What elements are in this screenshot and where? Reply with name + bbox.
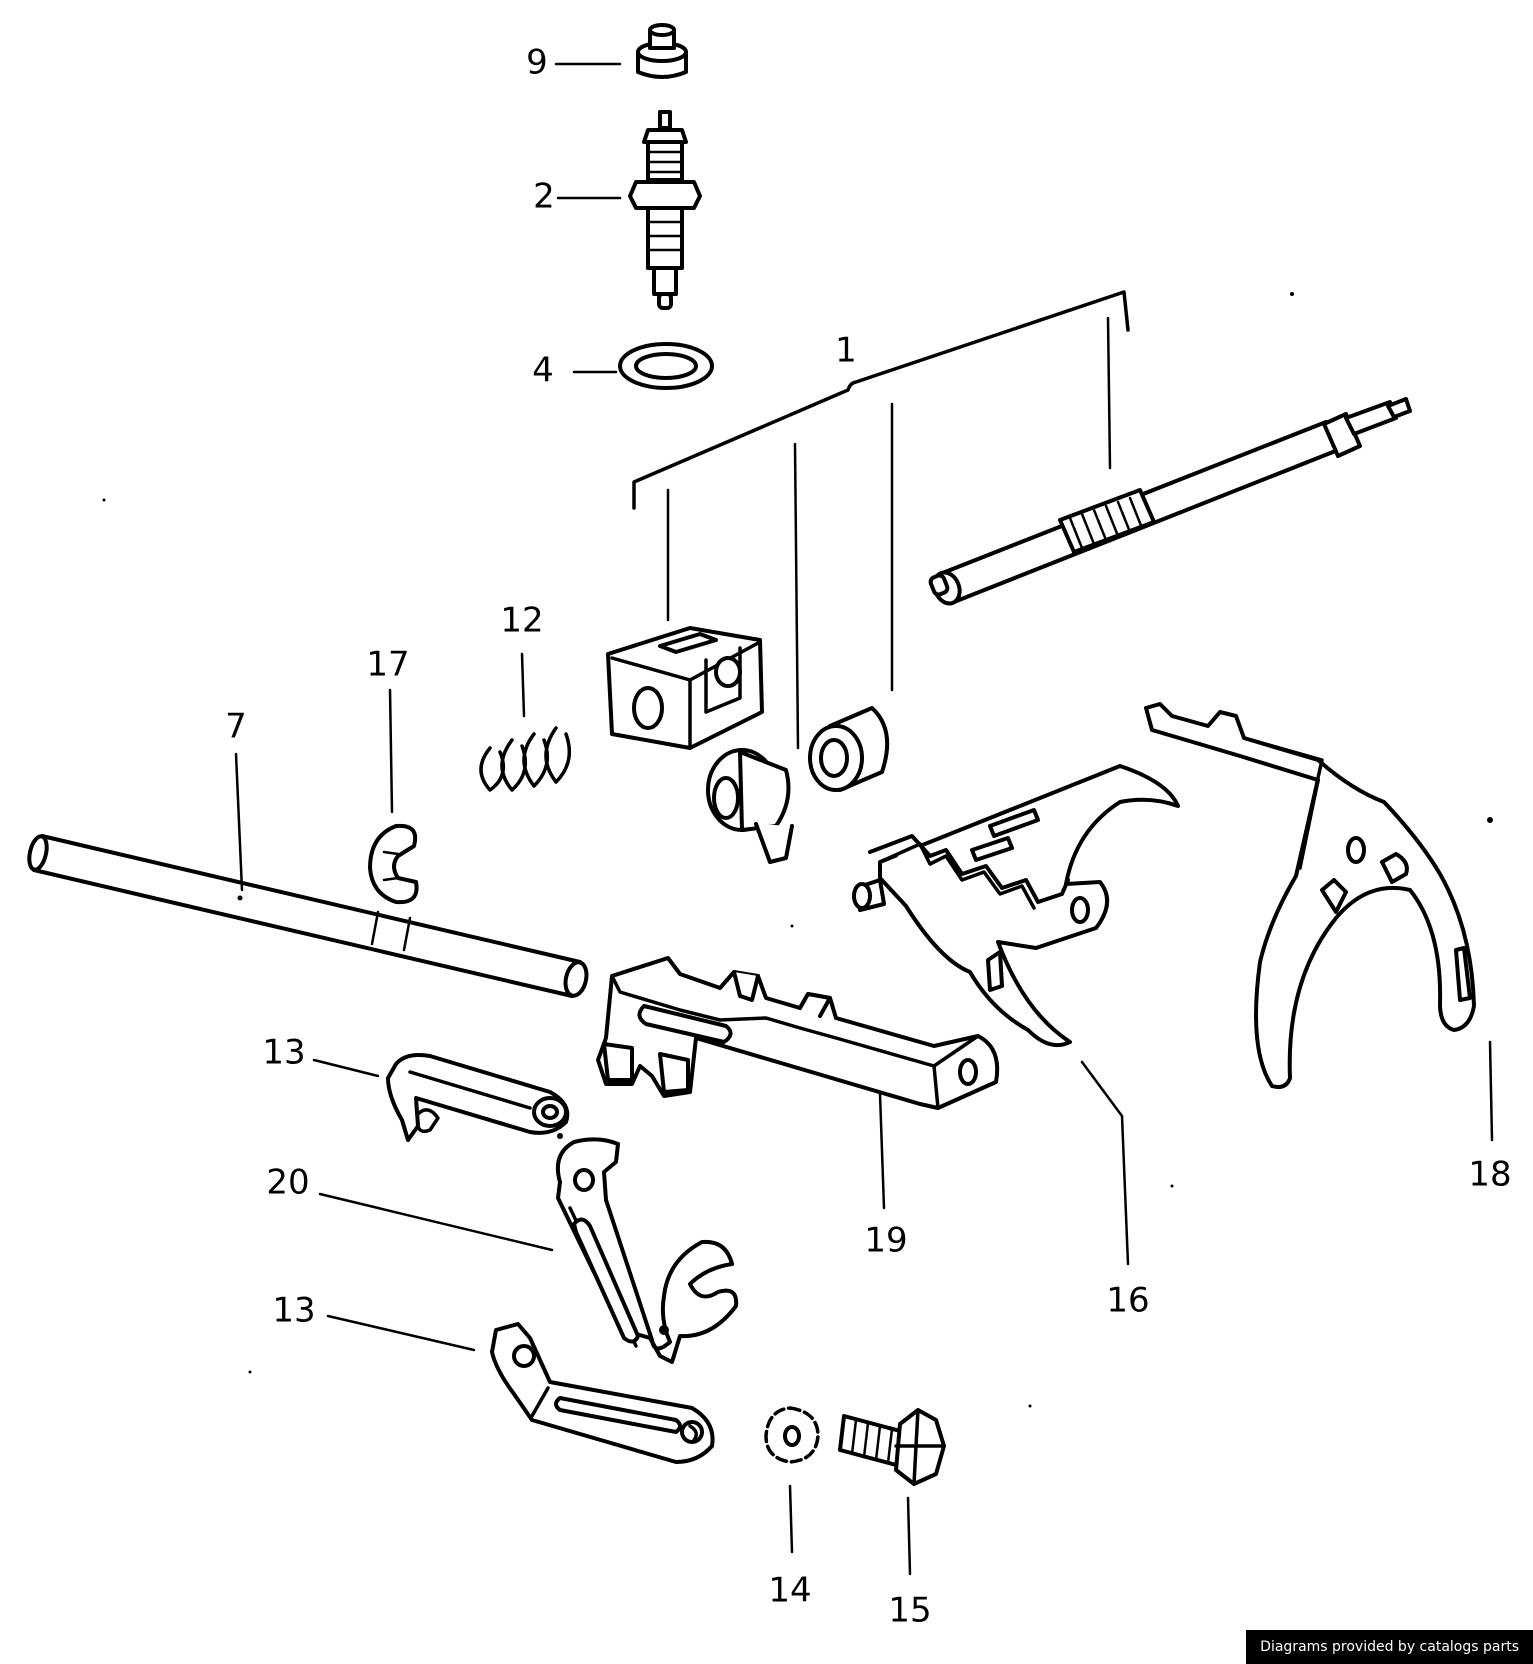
part-1-selector-shaft	[928, 397, 1412, 606]
part-9-cap	[636, 23, 688, 79]
leader-13-upper	[312, 1058, 380, 1078]
part-15-bolt	[838, 1408, 946, 1486]
leader-19	[878, 1092, 886, 1210]
part-2-switch	[628, 110, 702, 310]
callout-2: 2	[533, 177, 555, 217]
part-1-roller	[808, 706, 890, 792]
leader-16-a	[1080, 1060, 1124, 1118]
callout-9: 9	[526, 43, 548, 83]
diagram-credit: Diagrams provided by catalogs parts	[1246, 1630, 1533, 1664]
leader-14	[788, 1484, 794, 1554]
part-19-interlock-plate	[596, 956, 1000, 1110]
part-14-lock-washer	[764, 1406, 820, 1464]
callout-1: 1	[835, 331, 857, 371]
callout-20: 20	[266, 1163, 309, 1203]
part-18-shift-fork	[1144, 702, 1476, 1089]
callout-16: 16	[1106, 1281, 1149, 1321]
leader-18	[1488, 1040, 1494, 1142]
callout-12: 12	[500, 601, 543, 641]
part-12-spring	[479, 726, 572, 792]
leader-1-cam	[793, 442, 800, 750]
part-13-lever-upper	[386, 1053, 570, 1142]
callout-15: 15	[888, 1591, 931, 1631]
callout-17: 17	[366, 645, 409, 685]
leader-13-lower	[326, 1314, 476, 1352]
callout-7: 7	[225, 707, 247, 747]
leader-16-b	[1120, 1114, 1130, 1266]
callout-13-upper: 13	[262, 1033, 305, 1073]
part-1-bracket	[632, 290, 1130, 510]
part-1-detent-block	[606, 626, 764, 750]
part-4-o-ring	[618, 342, 714, 390]
callout-13-lower: 13	[272, 1291, 315, 1331]
leader-1-shaft	[1106, 316, 1112, 470]
leader-12	[520, 652, 526, 718]
leader-20	[318, 1192, 554, 1252]
callout-14: 14	[768, 1571, 811, 1611]
leader-17	[388, 688, 394, 814]
callout-4: 4	[532, 351, 554, 391]
part-13-lever-lower	[490, 1322, 715, 1464]
callout-18: 18	[1468, 1155, 1511, 1195]
part-1-cam	[706, 748, 794, 864]
leader-15	[906, 1496, 912, 1576]
callout-19: 19	[864, 1221, 907, 1261]
leader-7	[234, 752, 244, 892]
part-7-rod	[27, 834, 589, 998]
part-16-shift-fork	[852, 764, 1180, 1047]
part-20-lever-bracket	[555, 1137, 739, 1364]
part-17-e-clip	[368, 823, 419, 905]
